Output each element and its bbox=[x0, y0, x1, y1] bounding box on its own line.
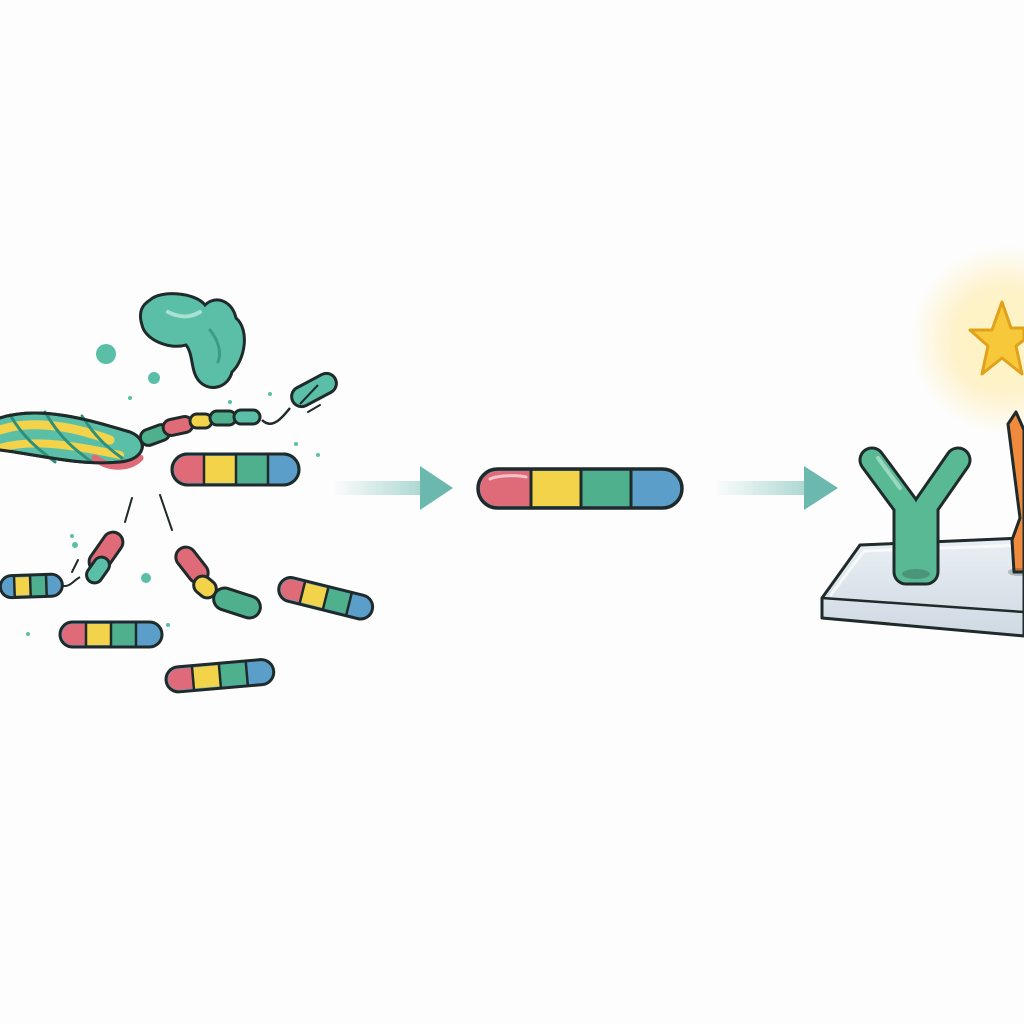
antibody-icon bbox=[1006, 410, 1024, 576]
star-signal-icon bbox=[968, 300, 1024, 376]
antibody-detection-stage bbox=[820, 245, 1024, 638]
peptide-chain-icon bbox=[476, 467, 684, 510]
peptide-fragment bbox=[174, 545, 262, 620]
peptide-fragment bbox=[85, 530, 125, 585]
droplets bbox=[26, 344, 320, 636]
peptide-fragment bbox=[0, 572, 81, 600]
peptide-fragment bbox=[164, 658, 276, 694]
antibody-icon bbox=[858, 446, 972, 586]
platform bbox=[820, 536, 1024, 638]
peptide-fragment bbox=[170, 452, 301, 487]
purified-peptide-stage bbox=[476, 467, 684, 510]
dna-strand-icon bbox=[0, 410, 144, 470]
peptide-fragment bbox=[58, 620, 164, 649]
peptide-chain-icon bbox=[138, 371, 338, 447]
glow bbox=[910, 245, 1024, 435]
arrow-right-icon bbox=[332, 466, 453, 510]
motion-lines bbox=[71, 404, 321, 573]
digestion-stage bbox=[0, 292, 375, 694]
arrow-right-icon bbox=[714, 466, 838, 510]
peptide-fragment bbox=[277, 576, 375, 621]
enzyme-icon bbox=[138, 292, 246, 389]
